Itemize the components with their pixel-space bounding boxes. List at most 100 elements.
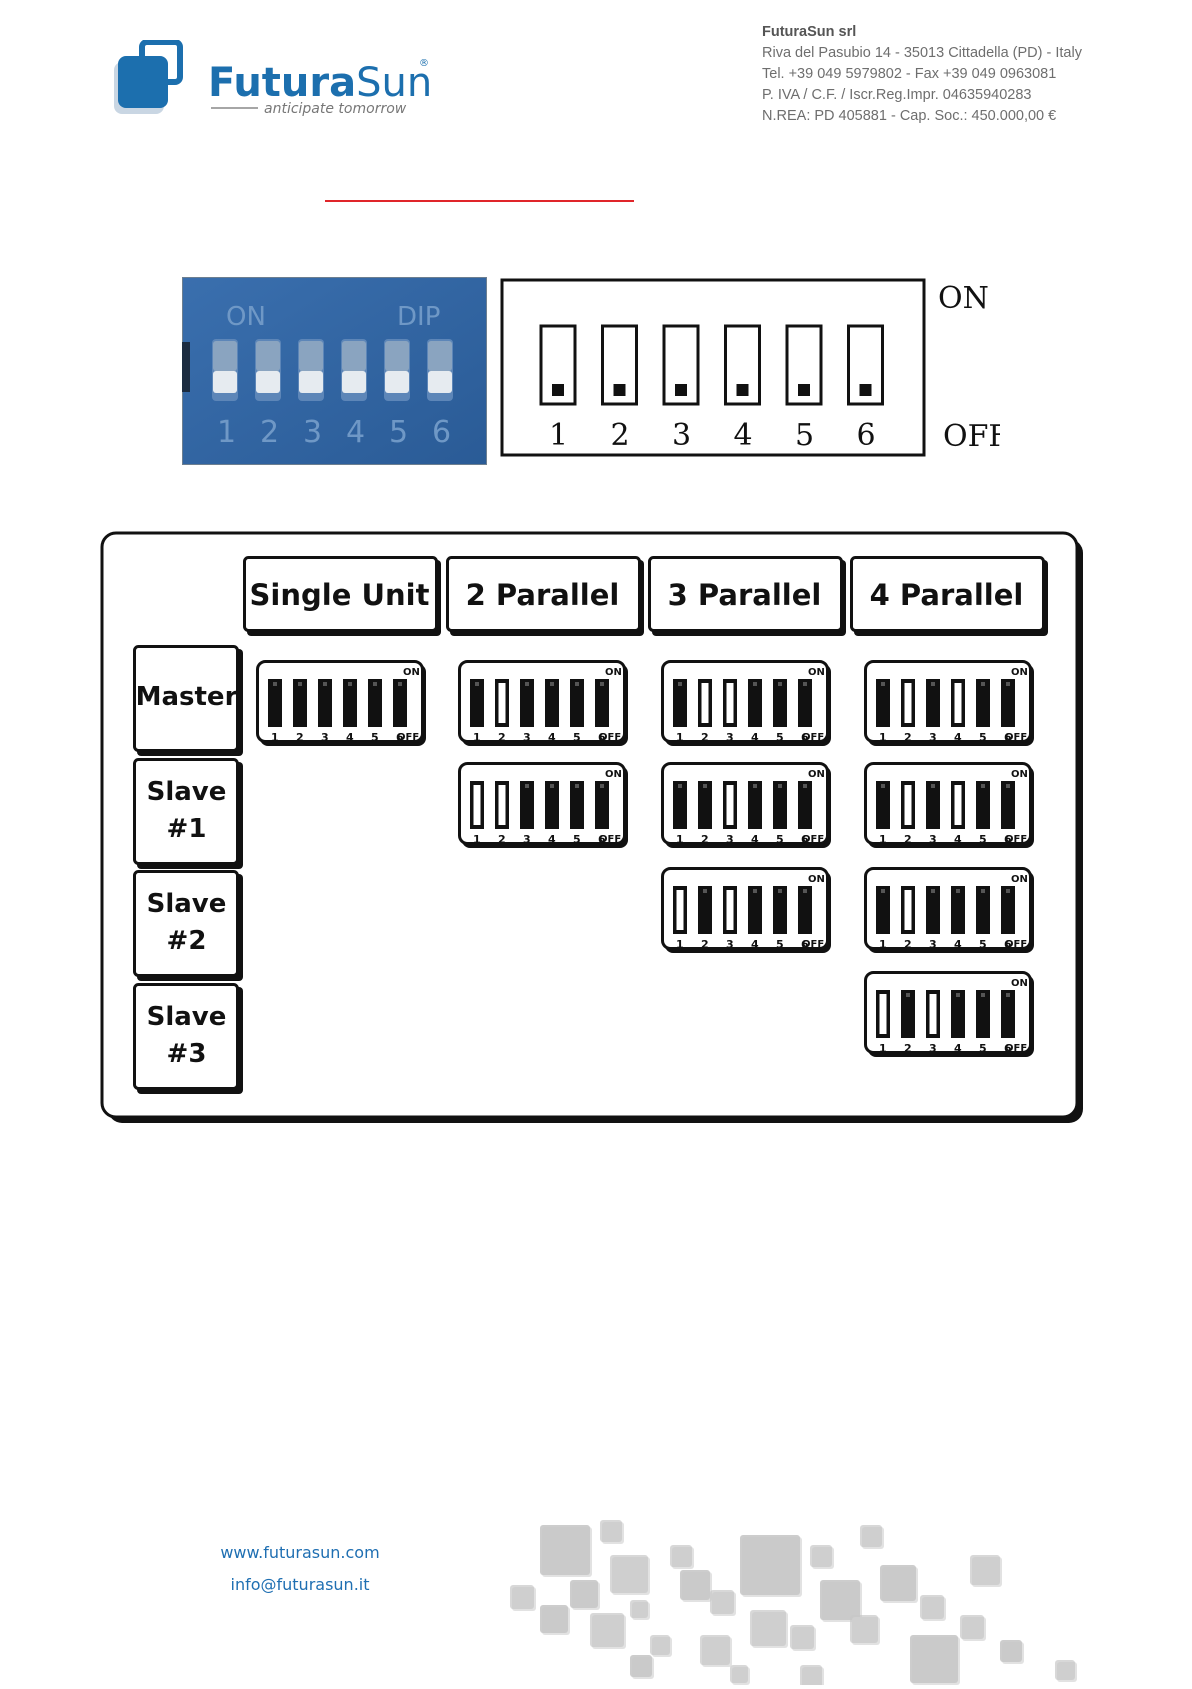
company-phone: Tel. +39 049 5979802 - Fax +39 049 09630…: [762, 66, 1057, 82]
toggle-4: 4: [343, 679, 357, 744]
toggle-3: 3: [926, 990, 940, 1055]
toggle-5: 5: [976, 990, 990, 1055]
toggle-number: 2: [701, 833, 709, 846]
toggle-2: 2: [901, 679, 915, 744]
photo-switch-number: 2: [260, 415, 279, 450]
photo-dip-label: DIP: [397, 302, 440, 332]
toggle-2: 2: [901, 886, 915, 951]
toggle-number: 4: [954, 833, 962, 846]
column-header-frame: [850, 556, 1048, 636]
toggle-6: 6: [798, 679, 812, 744]
toggle-4: 4: [951, 886, 965, 951]
toggle-number: 6: [1004, 938, 1012, 951]
diagram-switch-1: 1: [539, 324, 577, 453]
toggle-4: 4: [748, 781, 762, 846]
toggle-number: 1: [676, 731, 684, 744]
pattern-square: [630, 1655, 654, 1679]
switch-off-label: OFF: [802, 732, 824, 743]
toggle-number: 3: [929, 731, 937, 744]
company-info: FuturaSun srl Riva del Pasubio 14 - 3501…: [762, 22, 1162, 127]
photo-switch-3: 3: [298, 339, 324, 450]
diagram-switch-2: 2: [601, 324, 638, 453]
pattern-square: [920, 1595, 946, 1621]
pattern-square: [710, 1590, 736, 1616]
row-header-1: Slave #1: [146, 776, 227, 844]
diagram-switch-4: 4: [724, 324, 761, 453]
toggle-3: 3: [926, 781, 940, 846]
switch-on-label: ON: [1011, 667, 1028, 678]
toggle-4: 4: [951, 781, 965, 846]
pattern-square: [750, 1610, 788, 1648]
diagram-switch-number: 5: [795, 418, 814, 453]
diagram-switch-number: 1: [549, 418, 568, 453]
diagram-switch-6: 6: [847, 324, 884, 453]
toggle-2: 2: [901, 990, 915, 1055]
toggle-number: 5: [573, 833, 581, 846]
toggle-number: 2: [904, 731, 912, 744]
toggle-1: 1: [876, 990, 890, 1055]
toggle-2: 2: [698, 886, 712, 951]
toggle-number: 3: [929, 938, 937, 951]
row-header-2: Slave #2: [146, 888, 227, 956]
diagram-switch-3: 3: [662, 324, 700, 453]
toggle-1: 1: [470, 679, 484, 744]
pattern-square: [670, 1545, 694, 1569]
svg-text:FuturaSun: FuturaSun: [208, 60, 432, 106]
pattern-square: [860, 1525, 884, 1549]
column-header-frame: [648, 556, 846, 636]
column-header-frame: [243, 556, 441, 636]
pattern-square: [740, 1535, 802, 1597]
toggle-3: 3: [723, 781, 737, 846]
website-link[interactable]: www.futurasun.com: [220, 1543, 380, 1562]
toggle-4: 4: [545, 781, 559, 846]
toggle-1: 1: [876, 886, 890, 951]
toggle-2: 2: [698, 781, 712, 846]
toggle-number: 1: [879, 1042, 887, 1055]
toggle-number: 6: [598, 731, 606, 744]
toggle-number: 2: [701, 731, 709, 744]
toggle-number: 6: [801, 833, 809, 846]
toggle-number: 1: [676, 833, 684, 846]
brand-main-text: Futura: [208, 60, 356, 106]
toggle-6: 6: [1001, 781, 1015, 846]
photo-switch-5: 5: [384, 339, 410, 450]
toggle-2: 2: [901, 781, 915, 846]
toggle-number: 5: [776, 938, 784, 951]
toggle-4: 4: [545, 679, 559, 744]
toggle-number: 1: [879, 833, 887, 846]
futurasun-logo: FuturaSun ® anticipate tomorrow: [112, 39, 432, 120]
toggle-5: 5: [976, 679, 990, 744]
switch-off-label: OFF: [802, 939, 824, 950]
decorative-squares-pattern: [500, 1515, 1090, 1689]
switch-off-label: OFF: [1005, 1043, 1027, 1054]
toggle-number: 1: [676, 938, 684, 951]
toggle-number: 1: [473, 731, 481, 744]
pattern-square: [810, 1545, 834, 1569]
diagram-switch-5: 5: [785, 324, 823, 453]
photo-switch-number: 6: [432, 415, 451, 450]
switch-off-label: OFF: [1005, 834, 1027, 845]
toggle-3: 3: [520, 679, 534, 744]
pattern-square: [970, 1555, 1002, 1587]
pattern-square: [800, 1665, 824, 1689]
photo-switch-2: 2: [255, 339, 281, 450]
column-header-3: 4 Parallel: [869, 578, 1024, 612]
photo-on-label: ON: [226, 302, 266, 332]
company-rea: N.REA: PD 405881 - Cap. Soc.: 450.000,00…: [762, 108, 1057, 124]
toggle-6: 6: [595, 679, 609, 744]
diagram-on-label: ON: [938, 281, 989, 316]
switch-on-label: ON: [808, 769, 825, 780]
toggle-6: 6: [798, 781, 812, 846]
toggle-6: 6: [1001, 886, 1015, 951]
toggle-number: 2: [498, 731, 506, 744]
toggle-number: 3: [726, 833, 734, 846]
photo-switch-number: 4: [346, 415, 365, 450]
toggle-number: 1: [879, 938, 887, 951]
toggle-6: 6: [595, 781, 609, 846]
email-link[interactable]: info@futurasun.it: [230, 1575, 370, 1594]
